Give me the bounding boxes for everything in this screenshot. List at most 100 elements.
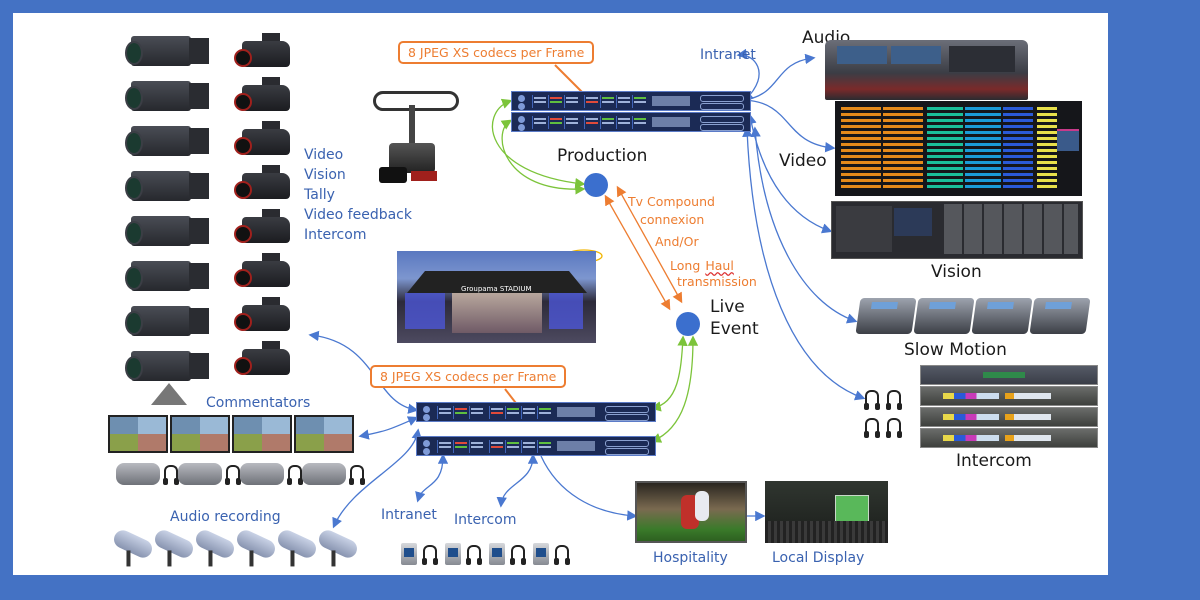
production-intranet-label: Intranet [700,47,756,63]
studio-camera [125,36,209,66]
callout-pointer [554,64,584,94]
microphone-icon [234,527,278,561]
transport-haul: Haul [705,258,734,273]
bottom-codec-unit-1 [416,402,656,422]
studio-camera [125,81,209,111]
microphones-row [111,527,363,573]
microphone-icon [193,527,237,561]
beltpack-icon [401,543,417,565]
link-intranet-top [736,48,760,102]
tripod-icon [151,383,187,405]
headset-icon [886,390,902,410]
headset-icon [510,545,526,565]
link-live-codec1 [650,335,688,412]
slow-motion-controllers [855,298,1091,338]
slow-motion-controller [971,298,1033,334]
microphone-icon [316,527,360,561]
link-video [744,99,836,153]
commentator-monitors [108,415,358,457]
headset-icon [886,418,902,438]
studio-camera [125,261,209,291]
commentator-monitor [232,415,292,453]
intercom-key-panel [920,386,1098,406]
handheld-camera [234,341,290,375]
headset-icon [422,545,438,565]
video-switcher-panel [835,101,1082,196]
stadium-sign: Groupama STADIUM [461,285,532,293]
camera-signals-list: Video Vision Tally Video feedback Interc… [304,145,412,245]
hospitality-screen [635,481,747,543]
video-label: Video [779,151,827,171]
beltpack-icon [445,543,461,565]
intercom-master-panel [920,365,1098,385]
commentator-monitor [170,415,230,453]
intercom-key-panel [920,428,1098,448]
headset-icon [864,418,880,438]
slow-motion-controller [1029,298,1091,334]
venue-intranet-label: Intranet [381,507,437,523]
slow-motion-label: Slow Motion [904,340,1007,360]
headset-icon [287,465,303,485]
studio-cameras-stack [121,28,211,405]
headset-icon [554,545,570,565]
commentator-unit [302,463,346,485]
audio-console [825,40,1028,100]
transport-line2: connexion [640,212,705,227]
intercom-key-panel [920,407,1098,427]
signal-tally: Tally [304,187,335,203]
headset-icon [225,465,241,485]
live-event-node [676,312,700,336]
headset-icon [163,465,179,485]
signal-video: Video [304,147,344,163]
local-display-label: Local Display [772,550,865,566]
commentator-units [116,461,366,491]
link-vision [746,113,833,234]
vision-control-panel [831,201,1083,259]
link-intercom-venue [496,453,539,508]
intercom-matrix [920,365,1100,455]
link-intercom-prod [742,126,866,401]
commentator-unit [178,463,222,485]
studio-camera [125,126,209,156]
bottom-codec-callout: 8 JPEG XS codecs per Frame [370,365,567,388]
transport-line1: Tv Compound [628,194,715,209]
studio-camera [125,171,209,201]
commentator-unit [240,463,284,485]
top-codec-unit-2 [511,112,751,132]
top-codec-callout: 8 JPEG XS codecs per Frame [398,41,595,64]
cable-camera-icon [353,81,473,191]
top-codec-unit-1 [511,91,751,111]
handheld-camera [234,297,290,331]
slow-motion-controller [855,298,917,334]
link-audio [744,53,816,101]
handheld-camera [234,165,290,199]
headset-icon [466,545,482,565]
microphone-icon [275,527,319,561]
beltpack-icon [533,543,549,565]
link-commentators [358,416,419,440]
beltpacks-row [401,541,581,569]
bottom-codec-unit-2 [416,436,656,456]
handheld-camera [234,253,290,287]
vision-label: Vision [931,262,982,282]
handheld-camera [234,33,290,67]
microphone-icon [152,527,196,561]
diagram-canvas: Video Vision Tally Video feedback Interc… [13,13,1108,575]
handheld-camera [234,77,290,111]
link-intranet-venue [415,453,449,503]
commentator-unit [116,463,160,485]
handheld-camera [234,209,290,243]
handheld-cameras-column [228,33,298,395]
slow-motion-controller [913,298,975,334]
live-event-label: Live Event [710,297,759,339]
signal-video-feedback: Video feedback [304,207,412,223]
transport-and-or: And/Or [655,234,699,249]
headset-icon [349,465,365,485]
commentators-label: Commentators [206,395,311,411]
link-hospitality [540,455,638,521]
audio-recording-label: Audio recording [170,509,281,525]
studio-camera [125,216,209,246]
transport-line4: transmission [677,274,757,289]
handheld-camera [234,121,290,155]
studio-camera [125,306,209,336]
